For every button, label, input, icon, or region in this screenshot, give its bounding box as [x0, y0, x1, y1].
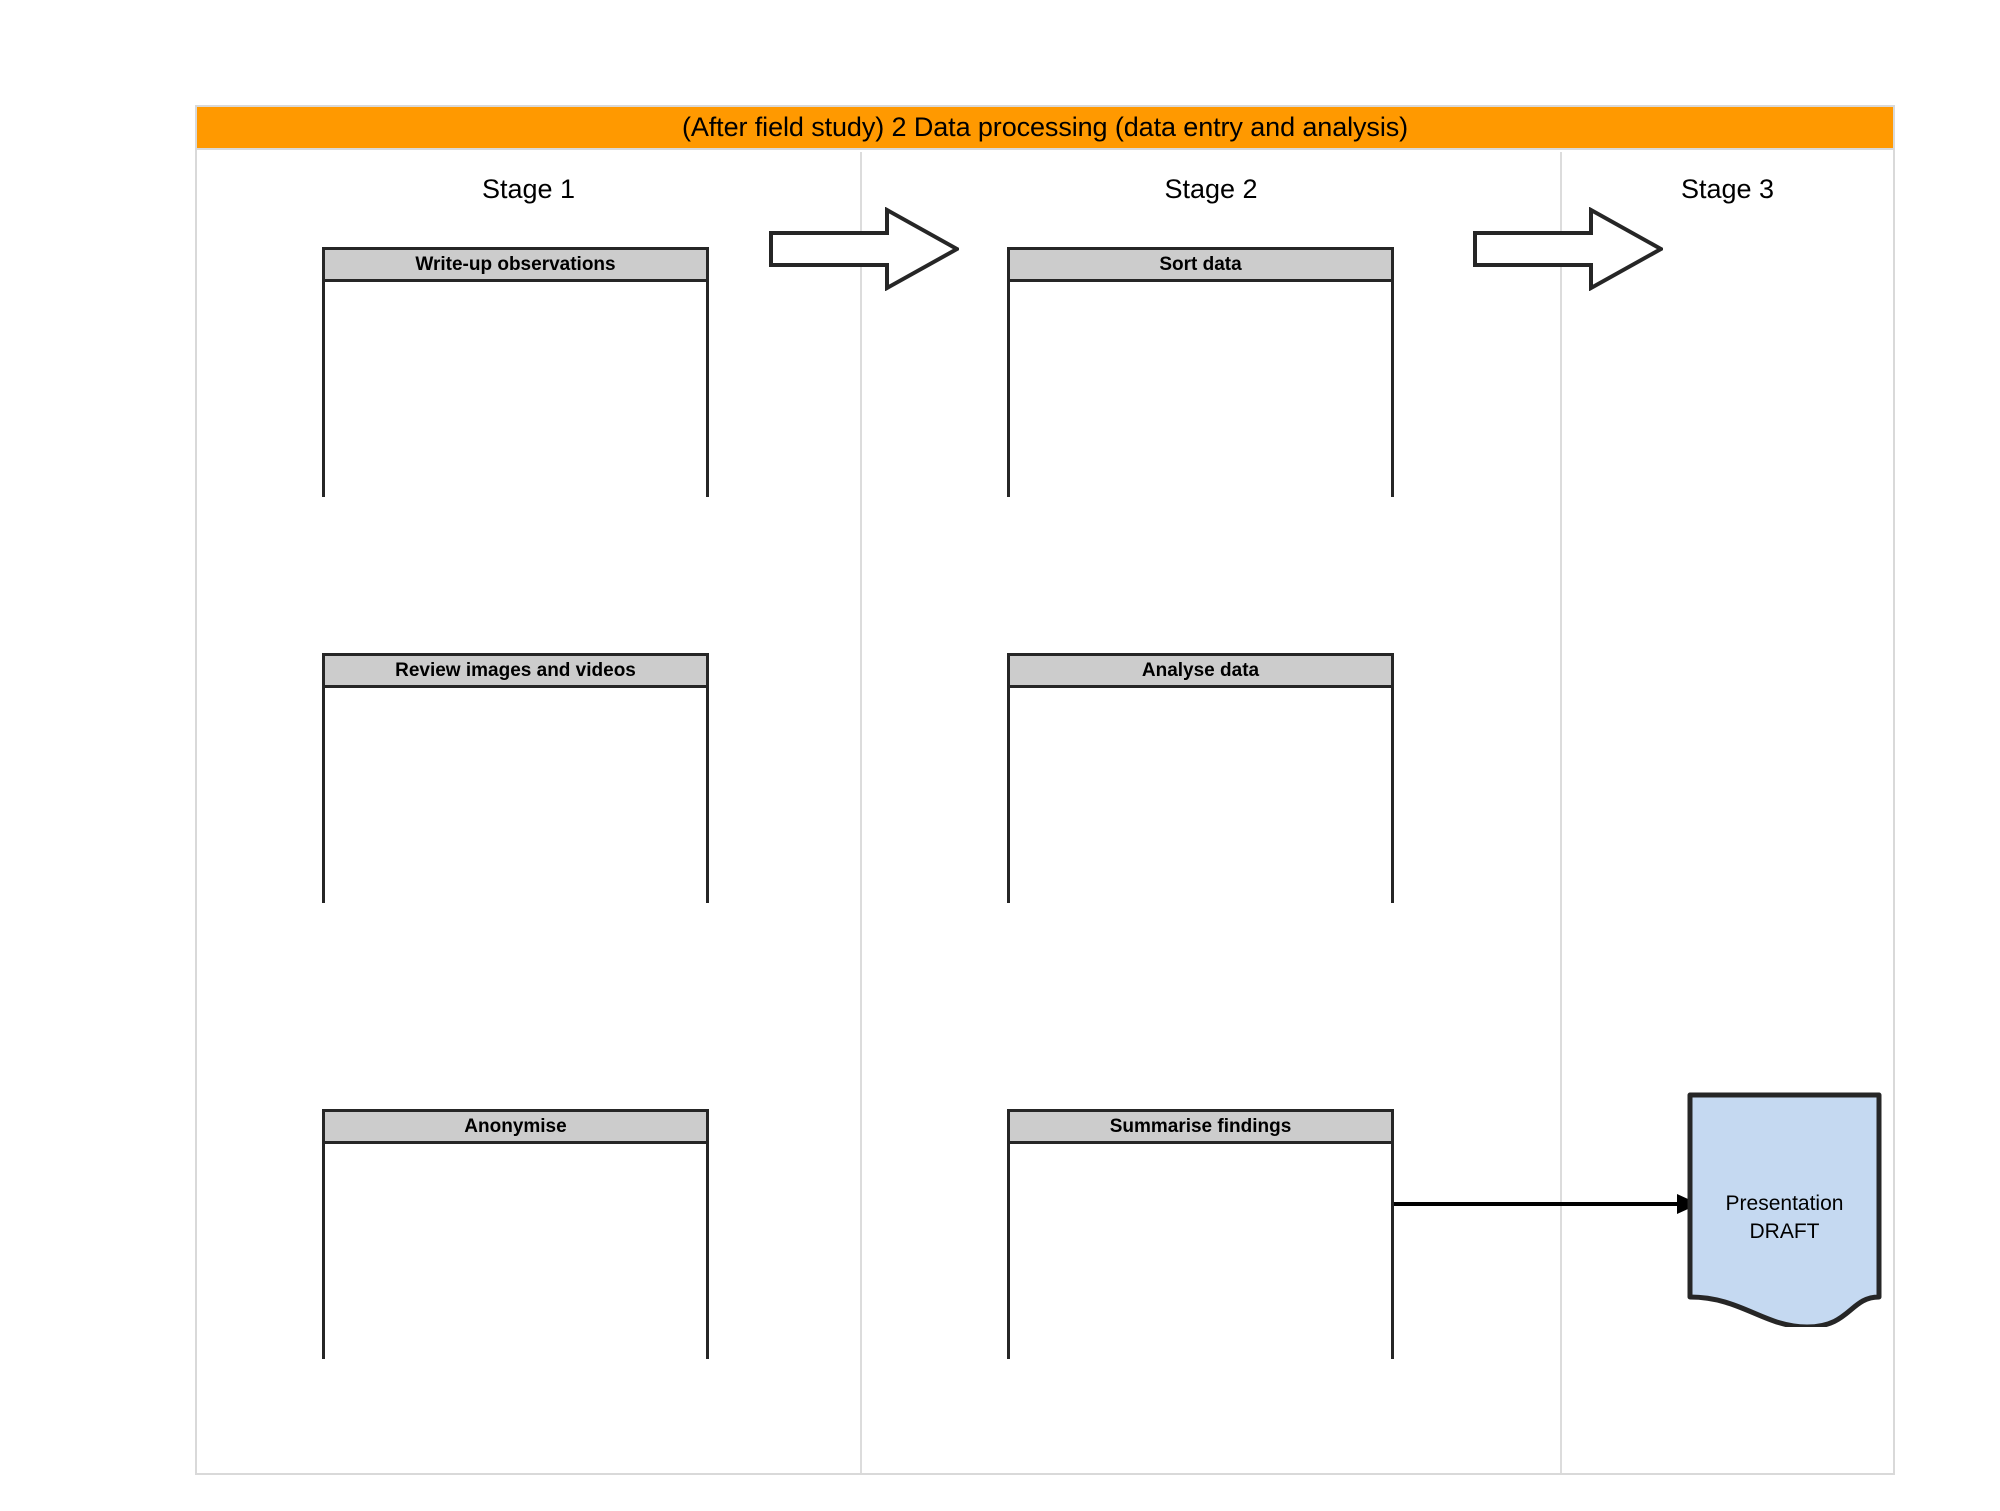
process-box-header: Sort data: [1010, 250, 1391, 282]
process-box-summarise-findings[interactable]: Summarise findings: [1007, 1109, 1394, 1388]
block-arrow-stage2-to-stage3: [1473, 207, 1663, 291]
lane-divider-2: [1560, 152, 1562, 1473]
process-box-body: [1010, 688, 1391, 932]
process-box-analyse-data[interactable]: Analyse data: [1007, 653, 1394, 932]
diagram-title-bar: (After field study) 2 Data processing (d…: [197, 107, 1893, 150]
connector-arrow-summarise-to-presentation: [1394, 1194, 1699, 1214]
process-box-header: Review images and videos: [325, 656, 706, 688]
process-box-label: Write-up observations: [415, 253, 616, 275]
process-box-body: [325, 282, 706, 526]
process-box-label: Analyse data: [1141, 659, 1260, 681]
swimlane-diagram: (After field study) 2 Data processing (d…: [195, 105, 1895, 1475]
document-shape-presentation-draft[interactable]: [1687, 1092, 1882, 1327]
stage-heading-3: Stage 3: [1680, 174, 1775, 204]
process-box-body: [325, 688, 706, 932]
process-box-label: Anonymise: [464, 1115, 567, 1137]
process-box-header: Analyse data: [1010, 656, 1391, 688]
process-box-body: [1010, 1144, 1391, 1388]
process-box-label: Review images and videos: [395, 659, 636, 681]
process-box-header: Anonymise: [325, 1112, 706, 1144]
process-box-sort-data[interactable]: Sort data: [1007, 247, 1394, 526]
stage-heading-2: Stage 2: [1164, 174, 1258, 204]
process-box-anonymise[interactable]: Anonymise: [322, 1109, 709, 1388]
lane-area: Stage 1 Stage 2 Stage 3 Write-up observa…: [197, 152, 1893, 1473]
process-box-header: Summarise findings: [1010, 1112, 1391, 1144]
process-box-label: Summarise findings: [1109, 1115, 1292, 1137]
stage-heading-1: Stage 1: [481, 174, 576, 204]
diagram-title: (After field study) 2 Data processing (d…: [681, 112, 1409, 142]
process-box-body: [325, 1144, 706, 1388]
process-box-write-up-observations[interactable]: Write-up observations: [322, 247, 709, 526]
process-box-label: Sort data: [1159, 253, 1242, 275]
block-arrow-stage1-to-stage2: [769, 207, 959, 291]
lane-divider-1: [860, 152, 862, 1473]
process-box-body: [1010, 282, 1391, 526]
process-box-header: Write-up observations: [325, 250, 706, 282]
process-box-review-images-and-videos[interactable]: Review images and videos: [322, 653, 709, 932]
